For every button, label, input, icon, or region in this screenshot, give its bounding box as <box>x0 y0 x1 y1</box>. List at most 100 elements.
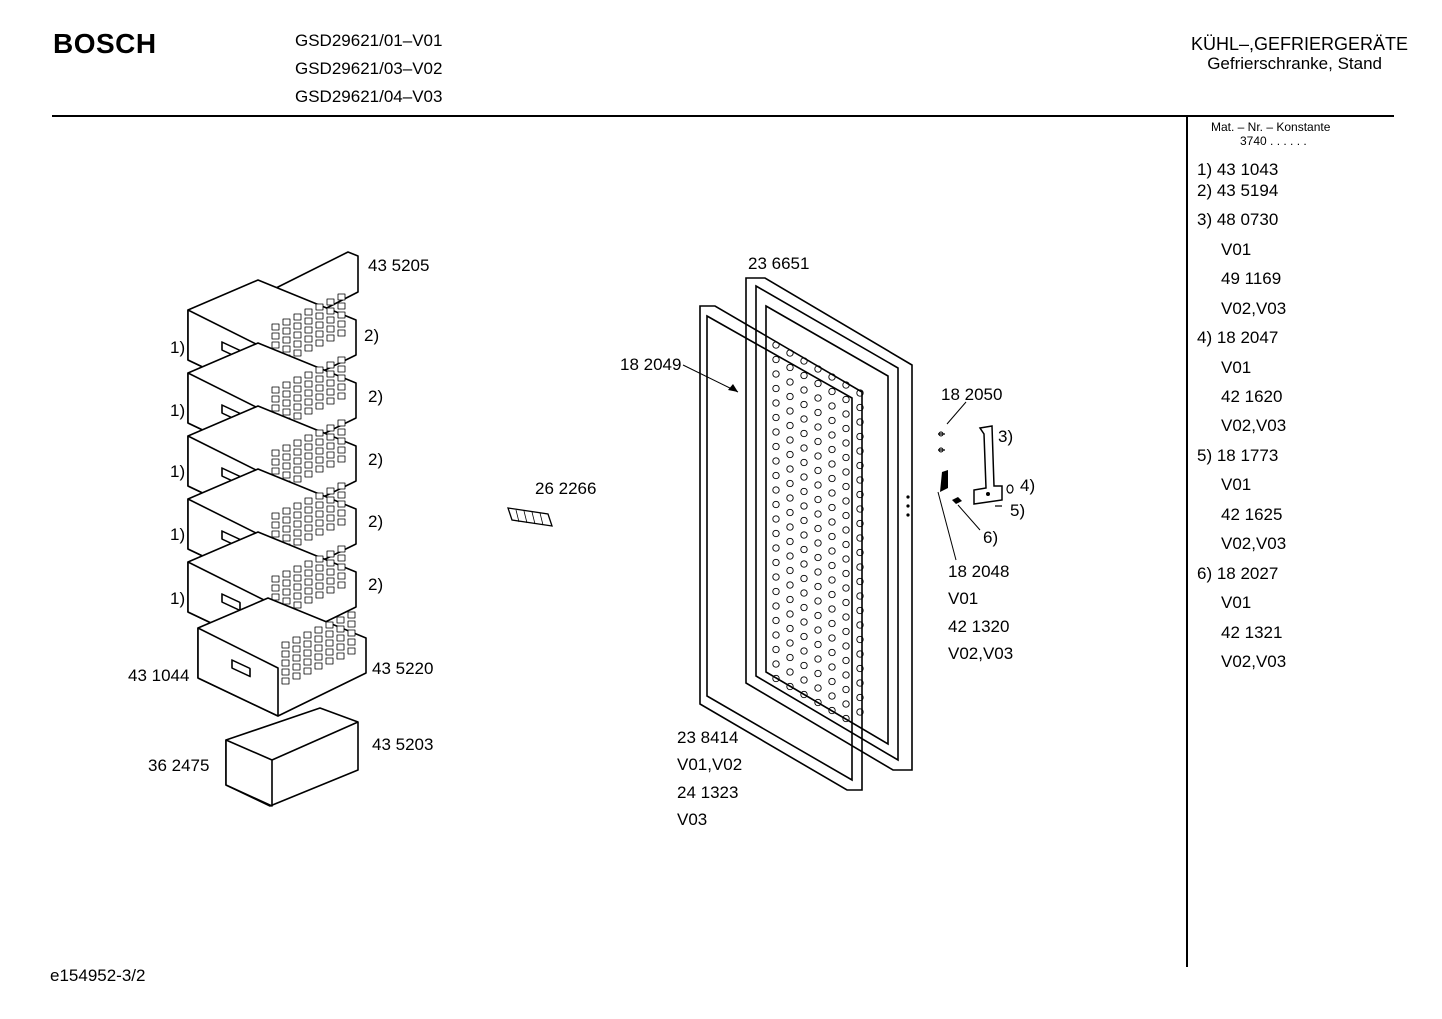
parts-list-item: V02,V03 <box>1221 652 1287 671</box>
mesh-cell <box>337 365 346 373</box>
liner-dimple <box>842 700 850 708</box>
liner-dimple <box>842 642 850 650</box>
leader-arrowhead <box>728 384 738 392</box>
screw-head <box>938 431 944 437</box>
mesh-cell <box>315 429 324 437</box>
mesh-cell <box>282 525 291 533</box>
mesh-cell <box>304 335 313 343</box>
liner-dimple <box>800 429 808 438</box>
liner-dimple <box>842 410 850 418</box>
liner-dimple <box>800 487 808 496</box>
callout-label: 2) <box>368 512 384 531</box>
mesh-cell <box>315 582 324 590</box>
liner-dimple <box>786 523 794 531</box>
mesh-cell <box>304 461 313 469</box>
liner-dimple <box>828 648 836 657</box>
liner-dimple <box>800 386 808 394</box>
liner-dimple <box>856 693 864 702</box>
liner-dimple <box>786 508 794 517</box>
mesh-cell <box>337 491 346 499</box>
mesh-cell <box>292 645 301 653</box>
mesh-cell <box>326 496 335 504</box>
mesh-cell <box>337 329 346 337</box>
mesh-cell <box>282 327 291 335</box>
mesh-cell <box>282 588 291 596</box>
liner-dimple <box>828 547 836 555</box>
sidebar-divider <box>1186 115 1188 967</box>
liner-dimple <box>842 584 850 592</box>
liner-dimple <box>800 516 808 525</box>
liner-dimple <box>800 647 808 655</box>
mesh-cell <box>326 397 335 405</box>
mesh-cell <box>304 587 313 595</box>
mesh-cell <box>326 433 335 441</box>
liner-dimple <box>786 363 794 372</box>
tray-divider <box>539 512 544 526</box>
mesh-cell <box>337 437 346 445</box>
liner-dimple <box>786 407 794 415</box>
mesh-cell <box>314 635 323 643</box>
mesh-cell <box>271 593 280 601</box>
mesh-cell <box>271 521 280 529</box>
model-number-3: GSD29621/04–V03 <box>295 87 443 106</box>
mesh-cell <box>326 298 335 306</box>
mesh-cell <box>304 389 313 397</box>
liner-dimple <box>814 466 822 475</box>
callout-label: 4) <box>1020 476 1036 495</box>
mesh-cell <box>304 308 313 316</box>
part-code-label: 23 8414 <box>677 728 739 747</box>
liner-dimple <box>786 494 794 502</box>
mesh-cell <box>282 399 291 407</box>
liner-dimple <box>828 706 836 715</box>
liner-dimple <box>828 474 836 483</box>
liner-dimple <box>786 479 794 488</box>
mesh-cell <box>314 653 323 661</box>
mesh-cell <box>347 611 356 619</box>
mesh-cell <box>293 331 302 339</box>
mesh-cell <box>314 644 323 652</box>
liner-dimple <box>800 661 808 670</box>
liner-dimple <box>842 613 850 621</box>
mesh-cell <box>315 312 324 320</box>
mesh-cell <box>293 448 302 456</box>
mesh-cell <box>347 638 356 646</box>
mesh-cell <box>293 457 302 465</box>
part-code-label: 18 2049 <box>620 355 682 374</box>
mesh-cell <box>337 572 346 580</box>
liner-dimple <box>772 486 780 494</box>
mesh-cell <box>337 563 346 571</box>
mesh-cell <box>337 302 346 310</box>
mesh-cell <box>293 340 302 348</box>
liner-dimple <box>786 537 794 546</box>
liner-dimple <box>800 415 808 423</box>
hinge-parts <box>728 384 1014 507</box>
mesh-cell <box>315 330 324 338</box>
mesh-cell <box>337 554 346 562</box>
mesh-cell <box>337 419 346 427</box>
variant-label: V01,V02 <box>677 755 743 774</box>
mesh-cell <box>315 303 324 311</box>
liner-dimple <box>828 605 836 613</box>
mesh-cell <box>271 386 280 394</box>
callout-label: 1) <box>170 589 186 608</box>
mesh-cell <box>304 326 313 334</box>
liner-dimple <box>786 436 794 444</box>
liner-dimple <box>772 370 780 378</box>
door-outer-frame <box>745 277 913 771</box>
mesh-cell <box>315 402 324 410</box>
liner-dimple <box>856 447 864 455</box>
mesh-cell <box>293 322 302 330</box>
mesh-cell <box>315 492 324 500</box>
liner-dimple <box>786 595 794 604</box>
mesh-cell <box>337 320 346 328</box>
liner-dimple <box>800 574 808 583</box>
mesh-cell <box>293 403 302 411</box>
parts-list-item: V01 <box>1221 475 1252 494</box>
part-code-label: 43 5220 <box>372 659 434 678</box>
liner-dimple <box>772 384 780 393</box>
liner-dimple <box>814 568 822 576</box>
mesh-cell <box>337 482 346 490</box>
mesh-cell <box>326 442 335 450</box>
hinge-pin <box>940 470 948 492</box>
mesh-cell <box>293 601 302 609</box>
